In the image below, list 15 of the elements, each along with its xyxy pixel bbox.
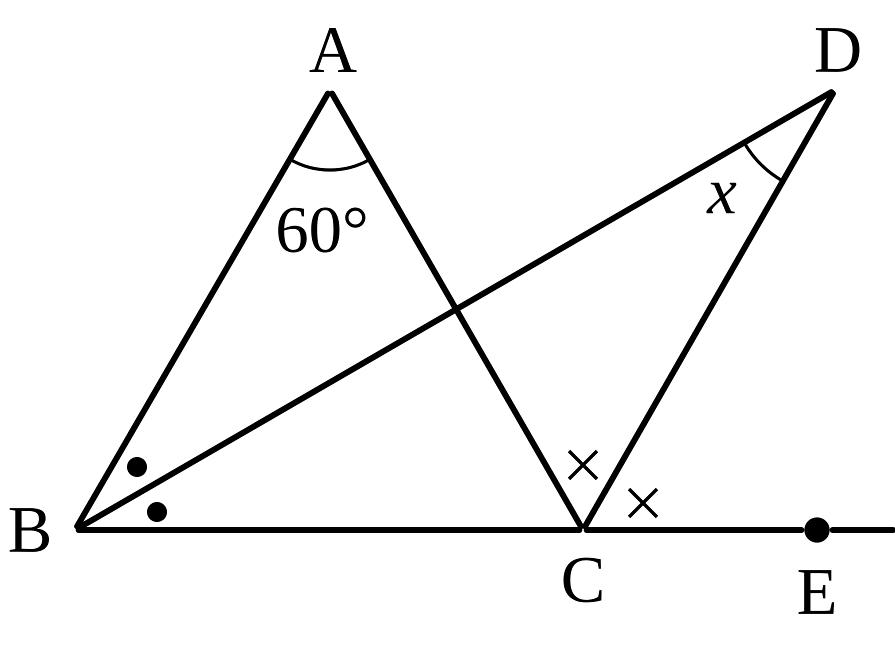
point: A bbox=[310, 28, 357, 72]
point: C bbox=[564, 558, 602, 602]
line-segment bbox=[584, 527, 804, 533]
point: E bbox=[798, 517, 834, 614]
line-segment bbox=[74, 90, 331, 530]
point: D bbox=[816, 28, 860, 72]
point: B bbox=[10, 508, 49, 552]
line-segment bbox=[76, 527, 582, 533]
line-segment bbox=[76, 89, 834, 531]
angle-label: x bbox=[706, 182, 736, 214]
angle-label: 60° bbox=[278, 208, 366, 252]
line-segment bbox=[582, 90, 836, 530]
line-segment bbox=[329, 90, 584, 530]
node-label: E bbox=[798, 570, 834, 614]
line-segment bbox=[830, 527, 895, 533]
